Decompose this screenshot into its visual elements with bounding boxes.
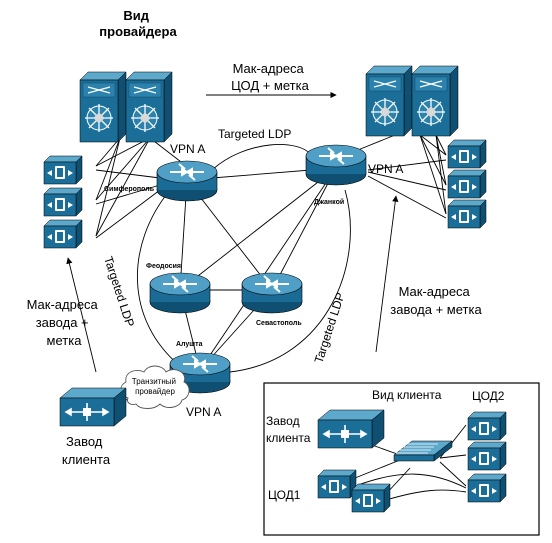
label-dzhankoy: Джанкой	[314, 198, 344, 206]
svg-text:Завод клиента: Завод клиента	[62, 434, 111, 467]
mac-top-2: ЦОД + метка	[231, 78, 309, 93]
arrows	[66, 91, 399, 373]
cod2-label: ЦОД2	[472, 389, 505, 403]
inset-cod2-switches	[467, 411, 507, 503]
svg-text:Завод клиента: Завод клиента	[266, 414, 311, 445]
transit-label-2: провайдер	[135, 387, 175, 396]
access-switches-right	[447, 139, 487, 229]
mac-left-2: завода +	[36, 315, 89, 330]
mac-top-1: Мак-адреса	[233, 61, 305, 76]
links	[95, 134, 467, 501]
label-sevastopol: Севастополь	[256, 320, 302, 327]
router-sevastopol	[241, 272, 303, 314]
label-feodosia: Феодосия	[146, 263, 181, 270]
router-simferopol	[156, 160, 218, 202]
mac-left-1: Мак-адреса	[27, 297, 99, 312]
svg-text:Мак-адреса завода + метк: Мак-адреса завода + метка	[390, 284, 482, 317]
inset-factory-label-2: клиента	[266, 431, 311, 445]
svg-text:Транзитный провайдер: Транзитный провайдер	[132, 377, 178, 396]
cod1-label: ЦОД1	[268, 488, 301, 502]
core-switch-left	[79, 71, 173, 143]
vpn-a-bottom: VPN A	[186, 405, 221, 419]
inset-cod1-switches	[317, 469, 391, 513]
router-dzhankoy	[305, 144, 367, 186]
provider-view-title-1: Вид	[123, 8, 149, 23]
client-view-title: Вид клиента	[372, 388, 442, 402]
targeted-ldp-top: Targeted LDP	[218, 127, 291, 141]
inset-factory-label-1: Завод	[266, 414, 300, 428]
vpn-a-right: VPN A	[368, 162, 403, 176]
label-alushta: Алушта	[176, 341, 203, 348]
factory-switch	[59, 387, 127, 427]
text-labels: Вид провайдера Мак-адреса ЦОД + метка Ta…	[27, 8, 505, 502]
core-switch-right	[365, 65, 459, 137]
provider-view-title-2: провайдера	[99, 24, 177, 39]
client-view-panel	[263, 382, 540, 536]
inset-factory-switch	[317, 409, 385, 449]
vpn-a-left: VPN A	[170, 142, 205, 156]
transit-cloud	[120, 365, 190, 409]
svg-text:Вид провайдера: Вид провайдера	[99, 8, 177, 39]
mac-left-3: метка	[47, 333, 83, 348]
targeted-ldp-left: Targeted LDP	[101, 255, 137, 329]
label-simferopol: Симферополь	[104, 186, 155, 193]
svg-text:Мак-адреса завода +: Мак-адреса завода + метка	[27, 297, 102, 348]
targeted-ldp-right: Targeted LDP	[312, 291, 348, 365]
svg-text:Мак-адреса ЦОД + метка: Мак-адреса ЦОД + метка	[231, 61, 309, 93]
mac-right-1: Мак-адреса	[399, 284, 471, 299]
transit-label-1: Транзитный	[132, 377, 176, 386]
router-feodosia	[149, 272, 211, 314]
factory-label-2: клиента	[62, 452, 111, 467]
access-switches-left	[43, 155, 83, 249]
mac-right-2: завода + метка	[390, 302, 482, 317]
factory-label-1: Завод	[66, 434, 103, 449]
